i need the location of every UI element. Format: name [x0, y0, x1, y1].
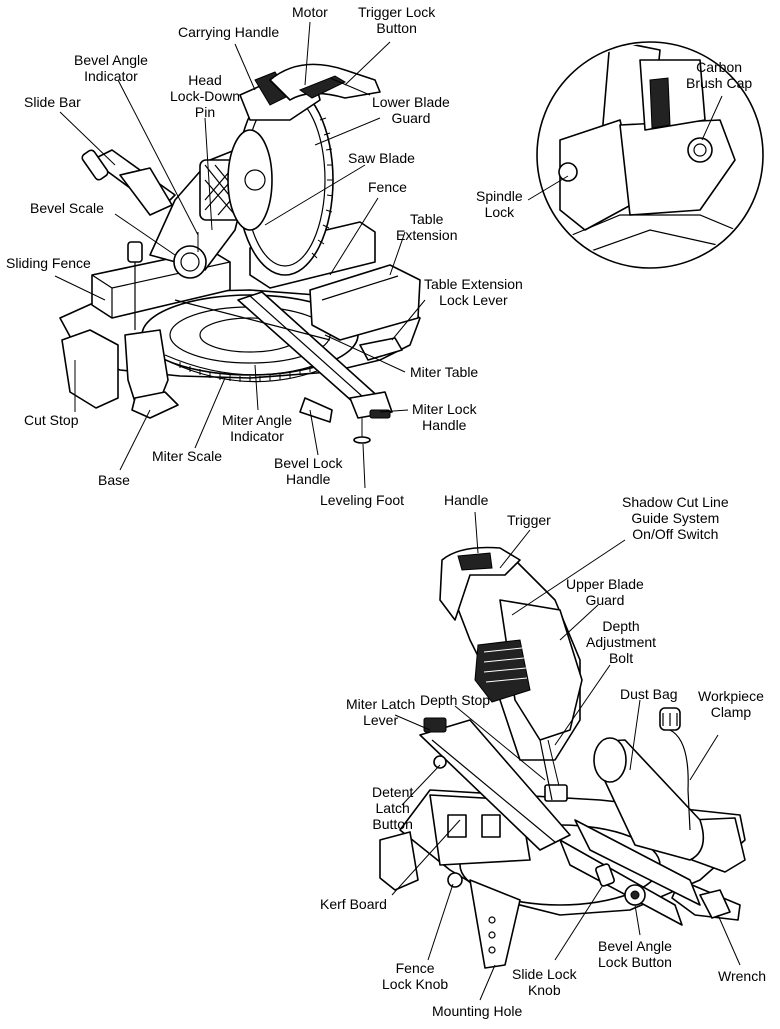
leader-lines	[54, 21, 741, 1001]
rear-miter-arm	[419, 719, 571, 851]
label-trigger-lock-button: Trigger Lock Button	[358, 4, 436, 36]
label-bevel-angle-lock-button: Bevel Angle Lock Button	[598, 938, 672, 970]
table-extension-part	[309, 264, 421, 341]
label-head-lock-down-pin: Head Lock-Down Pin	[170, 72, 241, 120]
workpiece-clamp-part	[669, 729, 691, 831]
label-sliding-fence: Sliding Fence	[6, 255, 91, 271]
rear-motor	[474, 639, 531, 703]
label-shadow-cut-line-switch: Shadow Cut Line Guide System On/Off Swit…	[622, 494, 729, 542]
mounting-foot	[469, 879, 521, 969]
label-depth-stop: Depth Stop	[420, 692, 491, 708]
label-leveling-foot: Leveling Foot	[320, 492, 405, 508]
label-miter-angle-indicator: Miter Angle Indicator	[222, 412, 293, 444]
miter-scale-ticks	[179, 362, 311, 382]
bottom-saw-illustration	[379, 546, 746, 969]
label-cut-stop: Cut Stop	[24, 412, 79, 428]
label-saw-blade: Saw Blade	[348, 150, 415, 166]
label-wrench: Wrench	[718, 968, 766, 984]
label-spindle-lock: Spindle Lock	[476, 188, 523, 220]
left-foot	[131, 391, 179, 419]
label-miter-latch-lever: Miter Latch Lever	[346, 696, 416, 728]
label-slide-lock-knob: Slide Lock Knob	[512, 966, 577, 998]
label-depth-adjustment-bolt: Depth Adjustment Bolt	[586, 618, 657, 666]
label-carbon-brush-cap: Carbon Brush Cap	[686, 59, 753, 91]
label-motor: Motor	[292, 4, 328, 20]
label-fence: Fence	[368, 179, 407, 195]
label-workpiece-clamp: Workpiece Clamp	[698, 688, 764, 720]
blade-teeth	[311, 117, 334, 259]
spindle-lock-part	[558, 162, 578, 182]
label-kerf-board: Kerf Board	[320, 896, 387, 912]
label-miter-scale: Miter Scale	[152, 448, 223, 464]
miter-scale-arc	[164, 354, 331, 376]
carbon-brush-cap-part	[687, 137, 713, 163]
label-miter-table: Miter Table	[410, 364, 479, 380]
label-table-extension-lock-lever: Table Extension Lock Lever	[424, 276, 523, 308]
label-upper-blade-guard: Upper Blade Guard	[566, 576, 644, 608]
label-mounting-hole: Mounting Hole	[432, 1003, 523, 1019]
label-detent-latch-button: Detent Latch Button	[372, 784, 414, 832]
label-dust-bag: Dust Bag	[620, 686, 678, 702]
rear-handle	[439, 546, 521, 621]
label-fence-lock-knob: Fence Lock Knob	[382, 960, 449, 992]
upper-blade-guard-part	[499, 599, 583, 741]
label-base: Base	[98, 472, 130, 488]
bevel-scale-part	[173, 245, 207, 279]
label-miter-lock-handle: Miter Lock Handle	[412, 401, 477, 433]
label-bevel-angle-indicator: Bevel Angle Indicator	[74, 52, 148, 84]
rear-slide-rail	[574, 819, 701, 906]
label-table-extension: Table Extension	[396, 211, 458, 243]
label-trigger: Trigger	[507, 512, 551, 528]
label-carrying-handle: Carrying Handle	[178, 24, 280, 40]
label-handle: Handle	[444, 492, 489, 508]
inset-detail	[536, 41, 764, 269]
top-saw-illustration	[59, 63, 421, 444]
label-bevel-lock-handle: Bevel Lock Handle	[274, 455, 343, 487]
label-bevel-scale: Bevel Scale	[30, 200, 104, 216]
label-lower-blade-guard: Lower Blade Guard	[372, 94, 450, 126]
label-slide-bar: Slide Bar	[24, 94, 81, 110]
cut-stop-part	[61, 329, 119, 409]
